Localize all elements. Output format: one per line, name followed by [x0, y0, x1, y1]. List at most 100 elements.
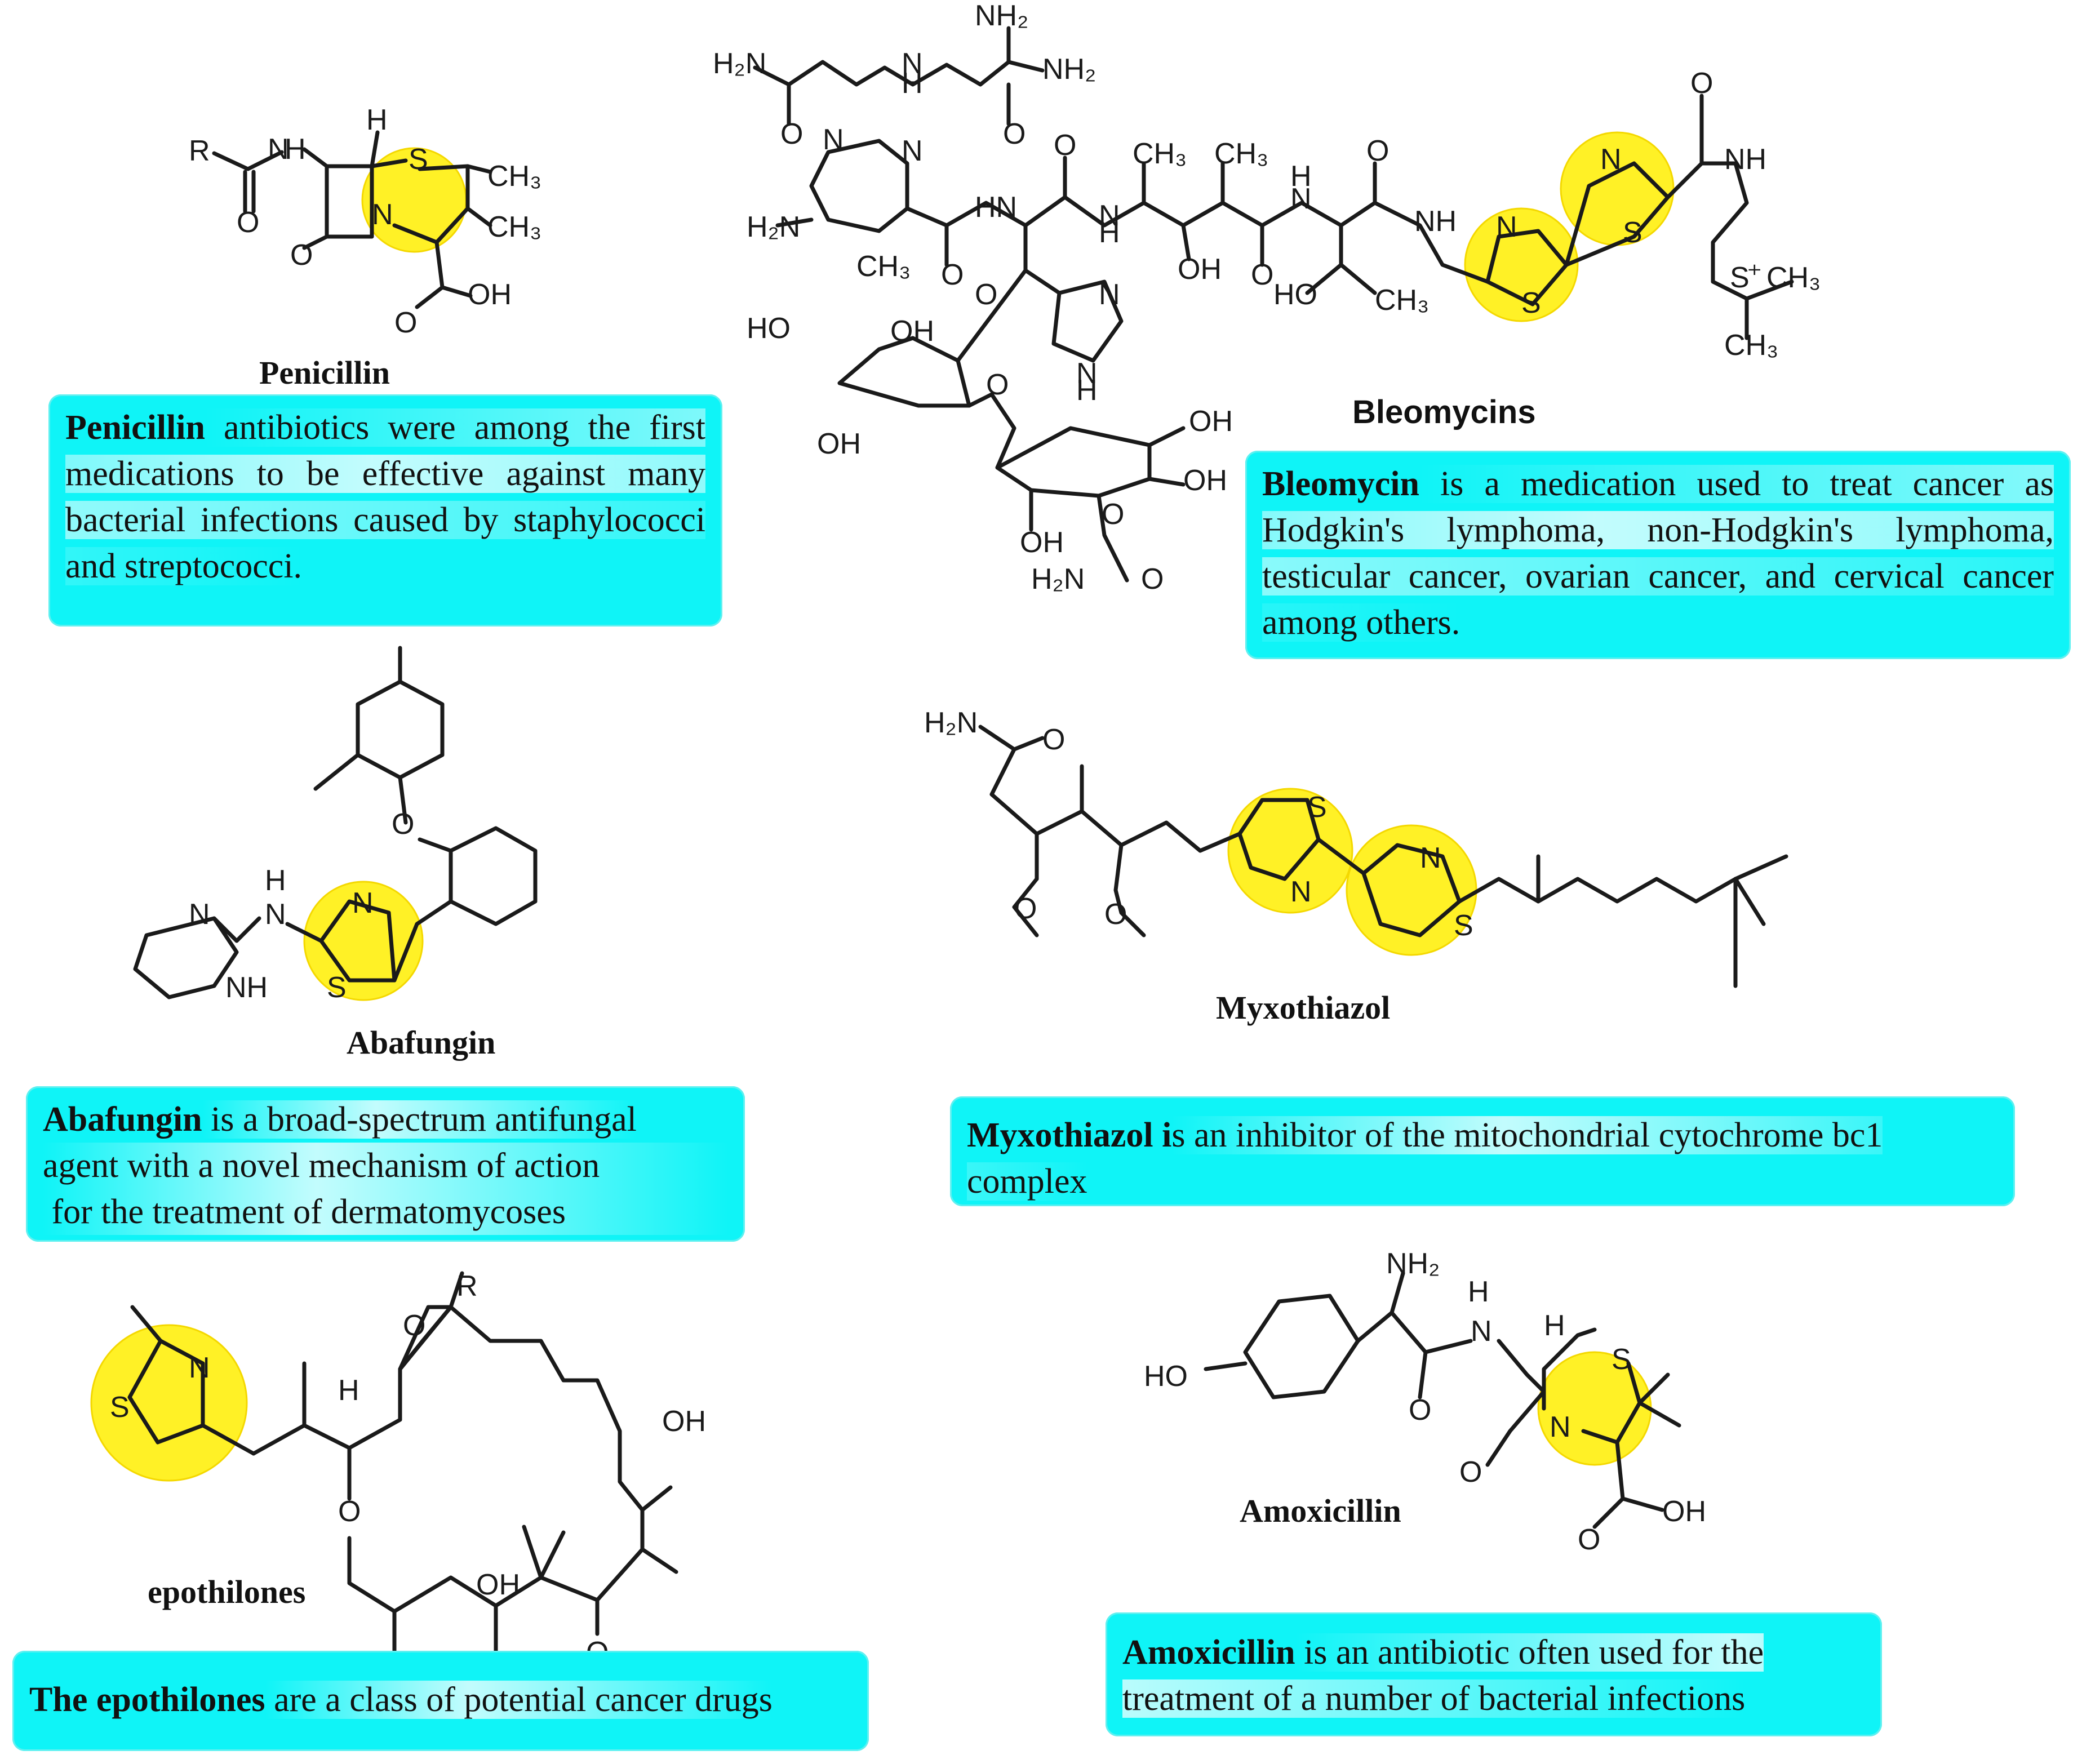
abafungin-desc-bold: Abafungin	[43, 1100, 202, 1139]
svg-text:H: H	[1468, 1276, 1489, 1308]
svg-text:N: N	[1420, 842, 1441, 874]
svg-text:OH: OH	[1183, 464, 1227, 497]
svg-text:O: O	[1578, 1523, 1600, 1556]
svg-text:N: N	[902, 135, 923, 167]
bleomycin-description-box: Bleomycin is a medication used to treat …	[1245, 451, 2071, 659]
svg-text:OH: OH	[662, 1405, 706, 1438]
bleomycin-structure: H₂N O NH₂ N H NH₂ O N N H₂N CH₃ O HN O N…	[713, 0, 1821, 596]
svg-text:OH: OH	[1662, 1495, 1706, 1528]
svg-text:OH: OH	[890, 315, 934, 348]
svg-text:N: N	[1290, 183, 1312, 215]
svg-text:S: S	[110, 1391, 130, 1424]
svg-text:CH₃: CH₃	[856, 250, 911, 283]
svg-text:CH₃: CH₃	[1133, 137, 1187, 170]
epothilones-description-box: The epothilones are a class of potential…	[12, 1651, 869, 1751]
svg-text:NH: NH	[1414, 205, 1457, 238]
svg-text:OH: OH	[468, 278, 512, 311]
svg-text:OH: OH	[817, 428, 861, 460]
svg-text:CH₃: CH₃	[1766, 261, 1821, 294]
svg-text:O: O	[1251, 259, 1273, 291]
abafungin-description-box: Abafungin is a broad-spectrum antifungal…	[26, 1086, 745, 1242]
svg-text:N: N	[1600, 143, 1622, 176]
svg-text:HN: HN	[975, 191, 1017, 224]
penicillin-desc-bold: Penicillin	[65, 408, 205, 447]
penicillin-name: Penicillin	[259, 354, 390, 391]
svg-text:O: O	[1104, 898, 1127, 931]
epothilones-desc-bold: The epothilones	[29, 1681, 265, 1719]
svg-text:H: H	[1290, 160, 1312, 193]
svg-text:N: N	[372, 198, 393, 231]
svg-text:O: O	[975, 278, 997, 311]
svg-text:O: O	[403, 1309, 425, 1342]
amoxicillin-description-box: Amoxicillin is an antibiotic often used …	[1106, 1612, 1882, 1736]
svg-text:S: S	[1612, 1343, 1631, 1376]
svg-text:H: H	[338, 1374, 359, 1407]
bleomycin-desc-bold: Bleomycin	[1262, 465, 1419, 503]
svg-text:CH₃: CH₃	[1724, 329, 1778, 362]
svg-text:O: O	[780, 118, 803, 150]
svg-text:HO: HO	[1144, 1360, 1188, 1393]
svg-text:OH: OH	[476, 1569, 520, 1601]
svg-text:N: N	[1076, 357, 1098, 390]
svg-text:O: O	[1409, 1394, 1431, 1427]
svg-text:O: O	[237, 206, 259, 239]
svg-text:O: O	[1459, 1456, 1482, 1488]
svg-text:H: H	[285, 133, 306, 166]
myxothiazol-description-box: Myxothiazol is an inhibitor of the mitoc…	[950, 1096, 2015, 1206]
svg-text:O: O	[392, 808, 414, 841]
penicillin-description-box: Penicillin antibiotics were among the fi…	[48, 394, 722, 626]
svg-text:N: N	[189, 1352, 210, 1384]
svg-text:S: S	[327, 971, 347, 1004]
svg-text:O: O	[1054, 129, 1076, 162]
myxothiazol-desc-bold: Myxothiazol i	[967, 1116, 1172, 1154]
svg-text:H: H	[902, 67, 923, 100]
svg-text:O: O	[394, 306, 417, 339]
svg-text:O: O	[1690, 67, 1713, 100]
svg-text:H: H	[1544, 1309, 1565, 1342]
svg-text:O: O	[1366, 135, 1389, 167]
svg-text:O: O	[1003, 118, 1026, 150]
svg-text:N: N	[1496, 211, 1517, 243]
svg-text:CH₃: CH₃	[1214, 137, 1268, 170]
svg-text:H: H	[1076, 374, 1098, 407]
svg-text:H: H	[265, 864, 286, 897]
abafungin-desc-text-1: is a broad-spectrum antifungal	[202, 1100, 637, 1139]
abafungin-structure: O H N N NH N S	[133, 646, 538, 1004]
svg-text:H: H	[366, 104, 388, 136]
svg-text:O: O	[986, 368, 1009, 401]
svg-text:OH: OH	[1020, 526, 1064, 559]
svg-text:N: N	[352, 887, 374, 919]
abafungin-name: Abafungin	[347, 1024, 496, 1061]
amoxicillin-structure: HO NH₂ N H O H S N O OH O	[1144, 1247, 1706, 1556]
svg-text:NH: NH	[225, 971, 268, 1004]
penicillin-structure: R N H O O H S N CH₃ CH₃ O OH	[189, 104, 541, 339]
svg-text:N: N	[1290, 876, 1312, 908]
svg-text:N: N	[268, 133, 289, 166]
svg-text:O: O	[1014, 892, 1037, 925]
svg-text:S: S	[1730, 261, 1750, 294]
svg-text:S: S	[409, 143, 428, 176]
svg-text:H₂N: H₂N	[924, 707, 978, 739]
svg-text:N: N	[265, 898, 286, 931]
svg-text:H₂N: H₂N	[747, 211, 800, 243]
epothilones-desc-text: are a class of potential cancer drugs	[265, 1681, 773, 1719]
svg-text:O: O	[1102, 498, 1124, 531]
svg-text:NH₂: NH₂	[1386, 1247, 1440, 1280]
abafungin-desc-line-1: Abafungin is a broad-spectrum antifungal	[43, 1096, 728, 1143]
svg-text:CH₃: CH₃	[487, 160, 541, 193]
amoxicillin-desc-bold: Amoxicillin	[1122, 1633, 1295, 1672]
svg-text:HO: HO	[747, 312, 791, 345]
epothilones-structure: N S H R O OH O O OH O	[90, 1270, 706, 1683]
svg-text:NH₂: NH₂	[1042, 53, 1096, 86]
svg-text:R: R	[456, 1270, 478, 1303]
svg-text:NH₂: NH₂	[975, 0, 1028, 32]
epothilones-thiazole-highlight	[90, 1324, 248, 1482]
epothilones-name: epothilones	[148, 1574, 306, 1610]
svg-text:S: S	[1454, 909, 1473, 942]
bleomycin-thiazole-highlight-1	[1464, 207, 1579, 322]
myxothiazol-structure: H₂N O O O S N N S	[924, 707, 1788, 988]
amoxicillin-name: Amoxicillin	[1240, 1492, 1401, 1529]
amoxicillin-thiazolidine-highlight	[1537, 1351, 1652, 1466]
svg-text:N: N	[189, 898, 210, 931]
